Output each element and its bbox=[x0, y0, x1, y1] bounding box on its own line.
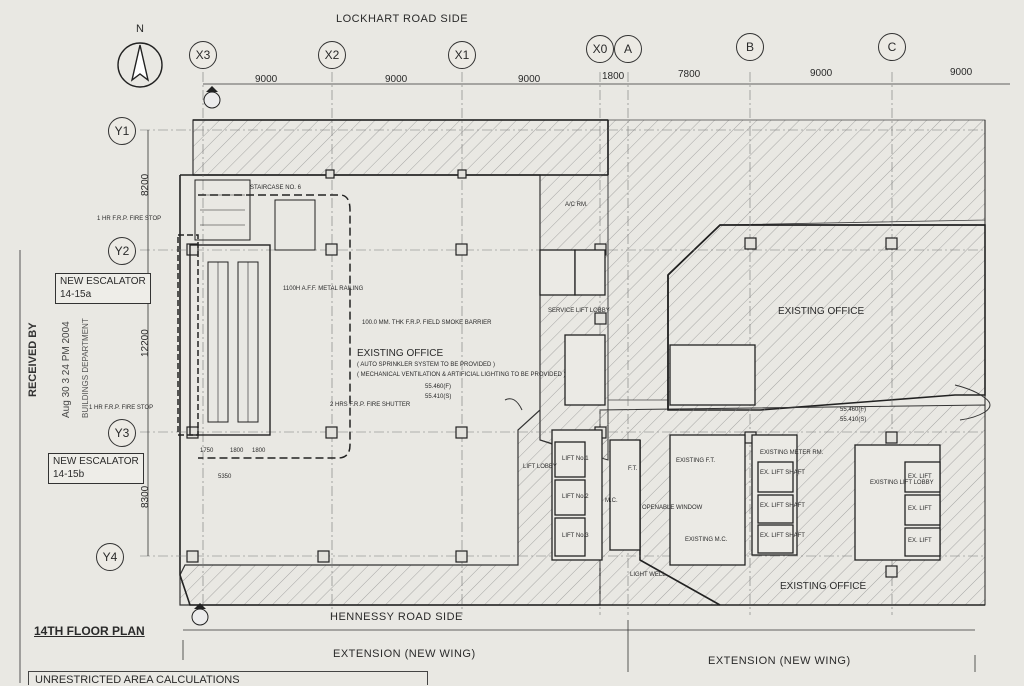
office-note-1: ( AUTO SPRINKLER SYSTEM TO BE PROVIDED ) bbox=[357, 362, 496, 368]
section-marker-icon bbox=[191, 86, 221, 626]
escalator-a-callout: NEW ESCALATOR 14-15a bbox=[55, 273, 151, 304]
lift-shaft-1: EX. LIFT SHAFT bbox=[760, 470, 805, 476]
escalator-b-line2: 14-15b bbox=[53, 468, 85, 480]
grid-col-x3: X3 bbox=[189, 41, 217, 69]
grid-row-y3: Y3 bbox=[108, 419, 136, 447]
north-label: N bbox=[136, 23, 144, 35]
dim-top-6: 9000 bbox=[810, 68, 833, 79]
dimension-lines bbox=[147, 83, 1010, 672]
stamp-dept: BUILDINGS DEPARTMENT bbox=[81, 318, 90, 418]
dim-top-3: 9000 bbox=[518, 74, 541, 85]
north-arrow-icon bbox=[117, 42, 163, 88]
core-lift-3: LIFT No.3 bbox=[562, 533, 589, 539]
grid-col-x0: X0 bbox=[586, 35, 614, 63]
area-calculation-title: UNRESTRICTED AREA CALCULATIONS bbox=[35, 674, 240, 686]
dim-bottom-2: 1800 bbox=[230, 448, 244, 454]
dim-left-2: 12200 bbox=[140, 329, 151, 357]
core-lift-1: LIFT No.1 bbox=[562, 456, 589, 462]
grid-col-x1: X1 bbox=[448, 41, 476, 69]
top-road-label: LOCKHART ROAD SIDE bbox=[336, 13, 469, 25]
escalator-zone bbox=[177, 179, 351, 459]
service-lift-label: SERVICE LIFT LOBBY bbox=[548, 308, 610, 314]
openable-window-label: OPENABLE WINDOW bbox=[642, 505, 703, 511]
dim-bottom-3: 1800 bbox=[252, 448, 266, 454]
smoke-barrier-note: 100.0 MM. THK F.R.P. FIELD SMOKE BARRIER bbox=[362, 320, 492, 326]
grid-col-c: C bbox=[878, 33, 906, 61]
level-east-s: 55.410(S) bbox=[840, 417, 867, 423]
existing-office-main-label: EXISTING OFFICE bbox=[357, 348, 444, 359]
dim-left-3: 8300 bbox=[140, 485, 151, 508]
core-lift-2: LIFT No.2 bbox=[562, 494, 589, 500]
grid-col-a: A bbox=[614, 35, 642, 63]
grid-col-x2: X2 bbox=[318, 41, 346, 69]
ex-lift-1: EX. LIFT bbox=[908, 474, 932, 480]
building-outline bbox=[179, 119, 986, 606]
grid-row-y1: Y1 bbox=[108, 117, 136, 145]
dim-top-1: 9000 bbox=[255, 74, 278, 85]
bottom-road-label: HENNESSY ROAD SIDE bbox=[330, 611, 463, 623]
grid-row-y2: Y2 bbox=[108, 237, 136, 265]
lift-shaft-3: EX. LIFT SHAFT bbox=[760, 533, 805, 539]
dim-top-2: 9000 bbox=[385, 74, 408, 85]
existing-mc-label: EXISTING M.C. bbox=[685, 537, 728, 543]
escalator-b-callout: NEW ESCALATOR 14-15b bbox=[48, 453, 144, 484]
grid-row-y4: Y4 bbox=[96, 543, 124, 571]
dim-left-1: 8200 bbox=[140, 173, 151, 196]
lift-shaft-2: EX. LIFT SHAFT bbox=[760, 503, 805, 509]
escalator-a-line2: 14-15a bbox=[60, 288, 92, 300]
existing-meter-label: EXISTING METER RM. bbox=[760, 450, 824, 456]
fire-stop-top-note: 1 HR F.R.P. FIRE STOP bbox=[97, 216, 162, 222]
ex-lift-2: EX. LIFT bbox=[908, 506, 932, 512]
existing-ft-label: EXISTING F.T. bbox=[676, 458, 716, 464]
ex-lift-lobby-label: EXISTING LIFT LOBBY bbox=[870, 480, 934, 486]
escalator-b-line1: NEW ESCALATOR bbox=[53, 456, 139, 467]
fire-shutter-note: 2 HRS F.R.P. FIRE SHUTTER bbox=[330, 402, 411, 408]
staircase-note: STAIRCASE NO. 6 bbox=[250, 185, 301, 191]
extension-left-label: EXTENSION (NEW WING) bbox=[333, 648, 476, 660]
office-note-2: ( MECHANICAL VENTILATION & ARTIFICIAL LI… bbox=[357, 372, 566, 378]
plan-title: 14TH FLOOR PLAN bbox=[34, 624, 145, 638]
dim-top-7: 9000 bbox=[950, 67, 973, 78]
level-main-s: 55.410(S) bbox=[425, 394, 452, 400]
level-main-f: 55.460(F) bbox=[425, 384, 452, 390]
extension-right-label: EXTENSION (NEW WING) bbox=[708, 655, 851, 667]
grid-col-b: B bbox=[736, 33, 764, 61]
metal-railing-note: 1100H A.F.F. METAL RAILING bbox=[283, 286, 364, 292]
stamp-received-label: RECEIVED BY bbox=[27, 322, 39, 397]
dim-top-4: 1800 bbox=[602, 71, 625, 82]
level-east-f: 55.460(F) bbox=[840, 407, 867, 413]
existing-office-ne-label: EXISTING OFFICE bbox=[778, 306, 865, 317]
fire-stop-bot-note: 1 HR F.R.P. FIRE STOP bbox=[89, 405, 154, 411]
escalator-a-line1: NEW ESCALATOR bbox=[60, 276, 146, 287]
ac-room-label: A/C RM. bbox=[565, 202, 588, 208]
dim-top-5: 7800 bbox=[678, 69, 701, 80]
dim-bottom-1: 1750 bbox=[200, 448, 214, 454]
existing-office-se-label: EXISTING OFFICE bbox=[780, 581, 867, 592]
ex-lift-3: EX. LIFT bbox=[908, 538, 932, 544]
stamp-date: Aug 30 3 24 PM 2004 bbox=[61, 321, 72, 418]
entrance-feature bbox=[504, 384, 991, 421]
light-well-label: LIGHT WELL bbox=[630, 572, 666, 578]
lift-lobby-label: LIFT LOBBY bbox=[523, 464, 557, 470]
ft-label: F.T. bbox=[628, 466, 638, 472]
mc-label: M.C. bbox=[605, 498, 618, 504]
service-core bbox=[539, 249, 941, 566]
dim-bottom-4: 5350 bbox=[218, 474, 232, 480]
structural-columns bbox=[186, 169, 898, 578]
